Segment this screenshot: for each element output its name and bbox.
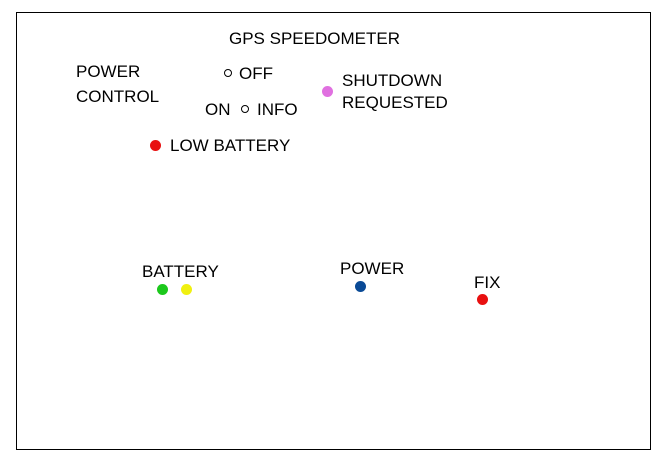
battery-label: BATTERY: [142, 262, 219, 281]
shutdown-requested-label-line1: SHUTDOWN: [342, 71, 443, 90]
device-title: GPS SPEEDOMETER: [229, 29, 400, 48]
power-control-label-line1: POWER: [76, 62, 141, 81]
low-battery-label: LOW BATTERY: [170, 136, 291, 155]
fix-label: FIX: [474, 273, 501, 292]
fix-led: [477, 294, 488, 305]
low-battery-led: [150, 140, 161, 151]
battery-led-yellow: [181, 284, 192, 295]
shutdown-requested-label-line2: REQUESTED: [342, 93, 448, 112]
power-switch-on-label: ON: [205, 100, 231, 119]
power-switch-info-label: INFO: [257, 100, 298, 119]
device-panel: [16, 12, 651, 450]
power-led: [355, 281, 366, 292]
power-switch-off-position[interactable]: [224, 69, 232, 77]
power-switch-off-label: OFF: [239, 64, 273, 83]
shutdown-requested-led: [322, 86, 333, 97]
battery-led-green: [157, 284, 168, 295]
power-switch-info-position[interactable]: [241, 105, 249, 113]
power-control-label-line2: CONTROL: [76, 87, 160, 106]
power-label: POWER: [340, 259, 405, 278]
